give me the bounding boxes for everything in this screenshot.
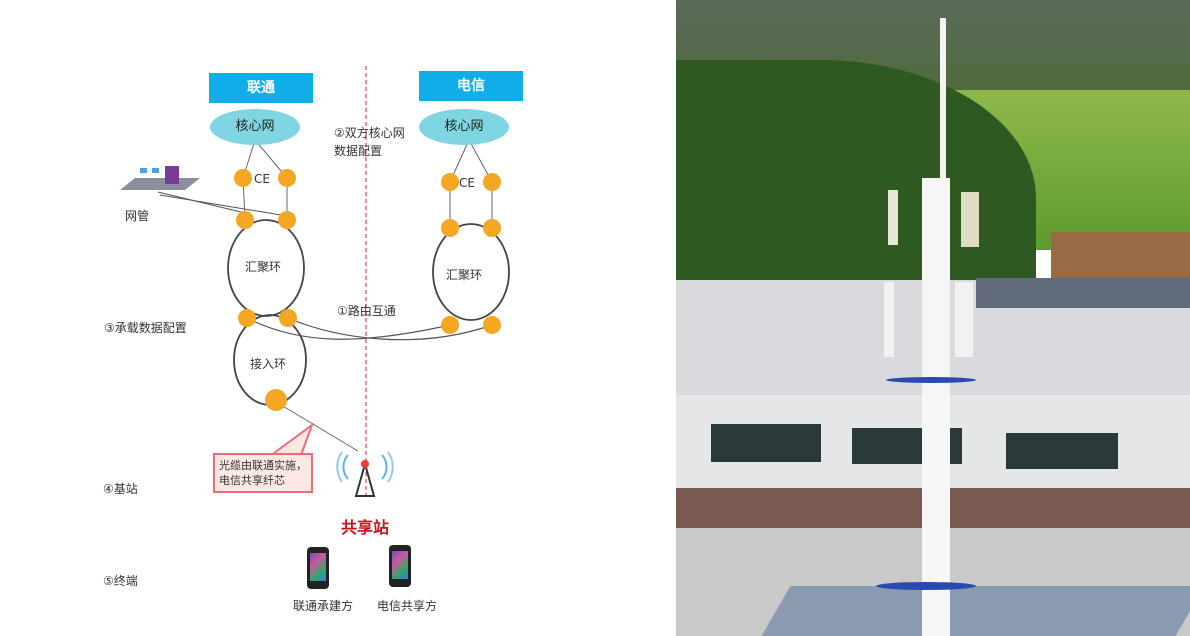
routers (234, 169, 501, 411)
operator-header-unicom: 联通 (209, 73, 313, 103)
link (246, 317, 451, 340)
operator-header-telecom: 电信 (419, 71, 523, 101)
window (1006, 433, 1118, 469)
step-2-line1: ②双方核心网 (334, 126, 405, 140)
router-node (234, 169, 252, 187)
antenna-panel (961, 192, 979, 247)
router-node (441, 173, 459, 191)
link (159, 194, 288, 217)
platform-ring (886, 377, 976, 383)
antenna-panel (955, 282, 973, 357)
metal-roof (761, 586, 1190, 636)
router-node (483, 316, 501, 334)
tower-photo (676, 0, 1190, 636)
router-node (278, 211, 296, 229)
network-management-icon (120, 166, 200, 190)
link (275, 401, 359, 452)
router-node (483, 173, 501, 191)
tower-icon (336, 451, 394, 497)
platform-ring (876, 582, 976, 590)
core-network-telecom: 核心网 (419, 109, 509, 145)
router-node (236, 211, 254, 229)
aggregation-ring-right (432, 223, 510, 321)
diagram-lines (120, 66, 510, 500)
roof (976, 278, 1190, 308)
ce-label: CE (459, 176, 475, 190)
router-node (441, 316, 459, 334)
router-node (279, 309, 297, 327)
step-1: ①路由互通 (337, 304, 396, 318)
access-router-node (265, 389, 287, 411)
network-diagram: 联通 电信 核心网 核心网 CE CE 汇聚环 汇聚环 接入环 网管 ②双方核心… (103, 66, 523, 613)
terminal-label-telecom: 电信共享方 (377, 599, 438, 613)
access-ring-label: 接入环 (250, 357, 287, 371)
step-5: ⑤终端 (103, 574, 138, 588)
window (711, 424, 821, 462)
nms-label: 网管 (125, 209, 150, 223)
aggregation-ring-label: 汇聚环 (245, 260, 282, 274)
step-2-line2: 数据配置 (334, 144, 383, 158)
tower-pole (922, 178, 950, 636)
antenna-panel (884, 282, 894, 357)
phone-icon (389, 545, 411, 587)
router-node (238, 309, 256, 327)
step-4: ④基站 (103, 482, 138, 496)
core-network-unicom: 核心网 (210, 109, 300, 145)
step-3: ③承载数据配置 (104, 321, 187, 335)
ce-label: CE (254, 172, 270, 186)
tower-mast (940, 18, 946, 188)
shared-station-label: 共享站 (341, 518, 390, 537)
phone-icon (307, 547, 329, 589)
router-node (278, 169, 296, 187)
link (157, 191, 246, 214)
link (287, 317, 493, 341)
brick-wall (1051, 232, 1190, 287)
router-node (483, 219, 501, 237)
router-node (441, 219, 459, 237)
terminal-label-unicom: 联通承建方 (293, 599, 354, 613)
aggregation-ring-label: 汇聚环 (446, 268, 483, 282)
fiber-callout: 光缆由联通实施，电信共享纤芯 (213, 453, 313, 493)
antenna-panel (888, 190, 898, 245)
